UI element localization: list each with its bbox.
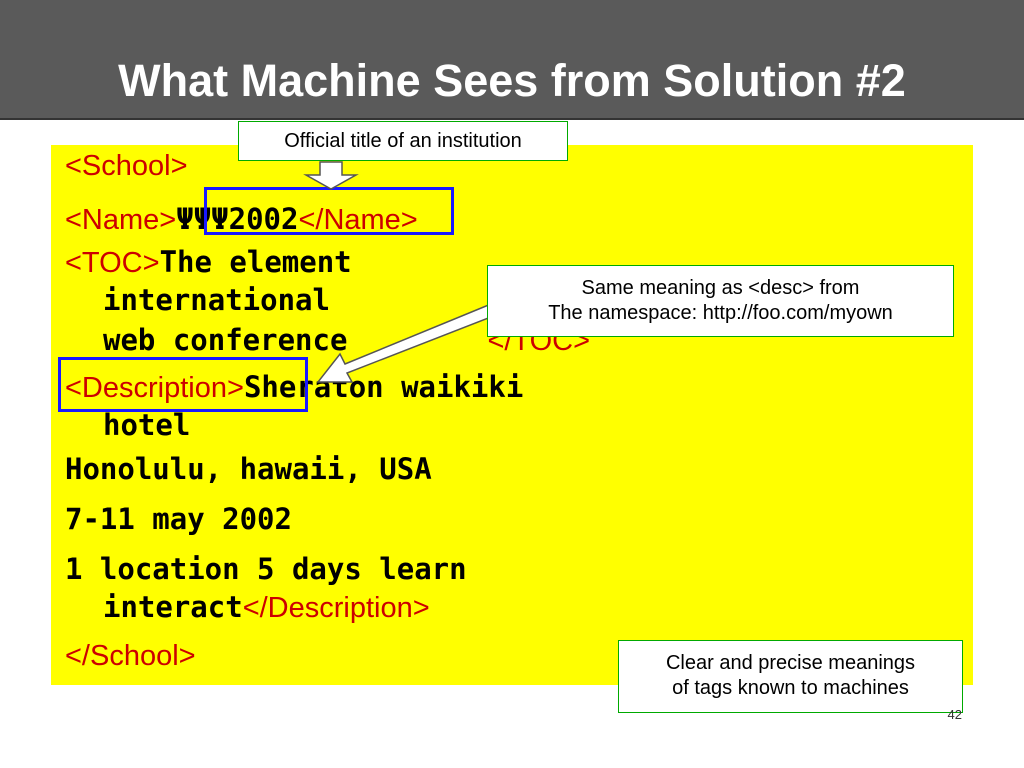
callout-same-meaning-line-2: The namespace: http://foo.com/myown <box>548 302 893 324</box>
slide-title: What Machine Sees from Solution #2 <box>118 55 906 106</box>
description-line-5: 1 location 5 days learn <box>65 550 467 589</box>
name-close-tag: </Name> <box>298 204 418 236</box>
callout-clear-meanings: Clear and precise meanings of tags known… <box>618 640 963 713</box>
callout-clear-meanings-line-2: of tags known to machines <box>672 677 909 699</box>
toc-text-2: international <box>103 283 330 317</box>
description-open-tag: <Description> <box>65 372 244 404</box>
callout-official-title-text: Official title of an institution <box>284 130 522 152</box>
description-text-5: 1 location 5 days learn <box>65 552 467 586</box>
callout-clear-meanings-line-1: Clear and precise meanings <box>665 652 916 674</box>
toc-text-1: The element <box>159 245 352 279</box>
callout-same-meaning: Same meaning as <desc> from The namespac… <box>487 265 954 337</box>
description-line-2: hotel <box>103 406 190 445</box>
description-text-3: Honolulu, hawaii, USA <box>65 452 432 486</box>
description-text-4: 7-11 may 2002 <box>65 502 292 536</box>
toc-open-tag: <TOC> <box>65 247 160 279</box>
name-line: <Name>ΨΨΨ2002</Name> <box>65 200 418 239</box>
description-text-1: Sheraton waikiki <box>243 370 524 404</box>
description-line: <Description>Sheraton waikiki <box>65 368 523 407</box>
callout-same-meaning-line-1: Same meaning as <desc> from <box>581 277 860 299</box>
toc-line: <TOC>The element <box>65 243 352 282</box>
toc-line-2: international <box>103 281 330 320</box>
callout-official-title: Official title of an institution <box>238 121 568 161</box>
xml-content-panel: <School> <Name>ΨΨΨ2002</Name> <TOC>The e… <box>51 145 973 685</box>
description-line-4: 7-11 may 2002 <box>65 500 292 539</box>
description-close-tag: </Description> <box>242 592 430 624</box>
description-highlight-box <box>58 357 308 412</box>
school-open-tag: <School> <box>65 150 188 182</box>
description-text-6: interact <box>103 590 243 624</box>
description-text-2: hotel <box>103 408 191 442</box>
arrow-down-icon <box>303 161 359 190</box>
name-value: ΨΨΨ2002 <box>176 202 299 236</box>
page-number: 42 <box>947 707 962 722</box>
description-line-3: Honolulu, hawaii, USA <box>65 450 432 489</box>
arrow-diagonal-icon <box>316 296 516 383</box>
toc-text-3: web conference <box>103 323 348 357</box>
name-open-tag: <Name> <box>65 204 177 236</box>
school-close-tag: </School> <box>65 640 196 672</box>
description-line-6: interact</Description> <box>103 588 430 627</box>
title-bar: What Machine Sees from Solution #2 <box>0 0 1024 120</box>
